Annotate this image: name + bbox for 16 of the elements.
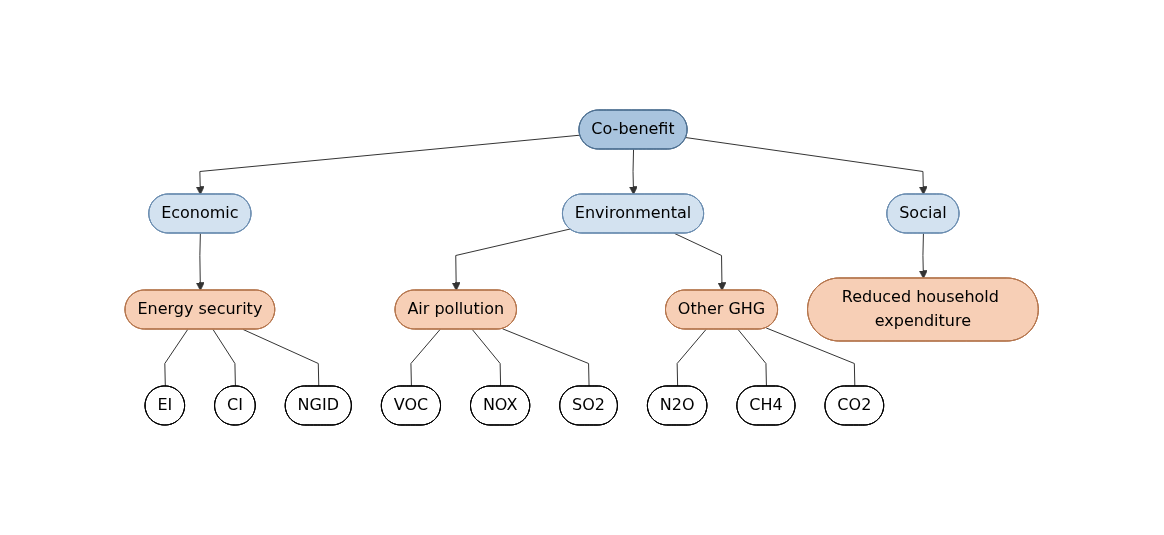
connector bbox=[737, 329, 768, 387]
arrow bbox=[629, 149, 639, 195]
connector bbox=[212, 329, 237, 387]
connector bbox=[766, 327, 856, 387]
connector bbox=[410, 329, 441, 387]
connector bbox=[164, 329, 189, 387]
arrow bbox=[452, 228, 571, 291]
arrow bbox=[196, 233, 205, 291]
connector bbox=[243, 329, 320, 387]
arrow bbox=[685, 137, 928, 195]
connector bbox=[677, 329, 707, 387]
arrow bbox=[674, 233, 727, 291]
arrow bbox=[196, 134, 582, 195]
arrow bbox=[919, 233, 928, 279]
connector bbox=[472, 329, 502, 387]
connector bbox=[502, 328, 590, 387]
